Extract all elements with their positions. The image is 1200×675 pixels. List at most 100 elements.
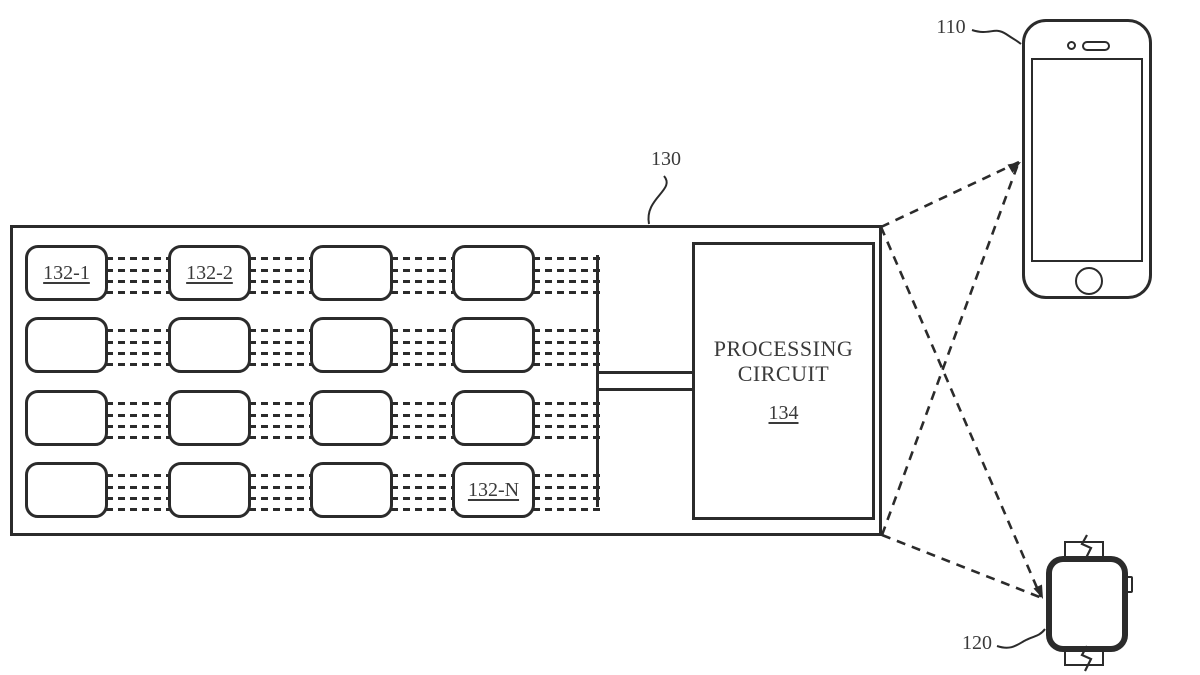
antenna-feed-line xyxy=(106,341,170,344)
phone-home-button-icon xyxy=(1075,267,1103,295)
antenna-feed-line xyxy=(249,352,312,355)
array-element-cell xyxy=(168,390,251,446)
antenna-feed-line xyxy=(106,363,170,366)
antenna-feed-line xyxy=(249,329,312,332)
processing-circuit-ref: 134 xyxy=(768,402,799,425)
array-element-cell xyxy=(310,462,393,518)
antenna-feed-line xyxy=(106,436,170,439)
antenna-feed-line xyxy=(249,508,312,511)
array-element-cell xyxy=(25,462,108,518)
array-element-cell: 132-2 xyxy=(168,245,251,301)
antenna-feed-line xyxy=(106,474,170,477)
cell-label: 132-1 xyxy=(43,261,90,284)
antenna-feed-line xyxy=(533,269,601,272)
antenna-feed-line xyxy=(249,414,312,417)
antenna-feed-line xyxy=(391,291,454,294)
antenna-feed-line xyxy=(533,291,601,294)
antenna-feed-line xyxy=(391,497,454,500)
array-element-cell: 132-1 xyxy=(25,245,108,301)
antenna-feed-line xyxy=(533,341,601,344)
antenna-feed-line xyxy=(391,363,454,366)
processing-circuit-box: PROCESSING CIRCUIT 134 xyxy=(692,242,875,520)
antenna-feed-line xyxy=(533,363,601,366)
antenna-feed-line xyxy=(533,414,601,417)
antenna-feed-line xyxy=(533,280,601,283)
array-element-cell xyxy=(25,390,108,446)
phone-camera-icon xyxy=(1067,41,1076,50)
antenna-feed-line xyxy=(391,414,454,417)
arrowhead-phone xyxy=(1007,162,1021,173)
antenna-feed-line xyxy=(533,329,601,332)
processing-circuit-title: PROCESSING CIRCUIT xyxy=(713,335,854,386)
array-element-cell xyxy=(168,462,251,518)
wireless-link-bottom-to-watch xyxy=(881,533,1043,600)
antenna-feed-line xyxy=(391,436,454,439)
smartwatch xyxy=(1046,556,1128,652)
leader-line-130 xyxy=(647,175,668,225)
antenna-feed-line xyxy=(533,352,601,355)
antenna-feed-line xyxy=(391,474,454,477)
antenna-feed-line xyxy=(391,280,454,283)
antenna-feed-line xyxy=(533,508,601,511)
antenna-feed-line xyxy=(249,341,312,344)
antenna-feed-line xyxy=(391,257,454,260)
antenna-feed-line xyxy=(106,280,170,283)
antenna-feed-line xyxy=(391,425,454,428)
antenna-feed-line xyxy=(106,414,170,417)
antenna-feed-line xyxy=(533,257,601,260)
antenna-feed-line xyxy=(249,436,312,439)
antenna-feed-line xyxy=(533,474,601,477)
label-130: 130 xyxy=(651,148,681,170)
antenna-feed-line xyxy=(249,497,312,500)
antenna-feed-line xyxy=(106,257,170,260)
antenna-feed-line xyxy=(391,402,454,405)
antenna-feed-line xyxy=(249,269,312,272)
feed-collector-line xyxy=(596,255,599,507)
antenna-feed-line xyxy=(533,486,601,489)
wireless-link-bottom-to-phone xyxy=(880,163,1020,536)
arrowhead-watch xyxy=(1033,584,1043,599)
cell-label: 132-N xyxy=(467,478,520,501)
antenna-feed-line xyxy=(533,425,601,428)
label-110: 110 xyxy=(936,16,966,38)
phone-speaker-icon xyxy=(1082,41,1110,51)
antenna-feed-line xyxy=(249,280,312,283)
antenna-feed-line xyxy=(533,497,601,500)
antenna-feed-line xyxy=(106,508,170,511)
leader-line-120 xyxy=(996,628,1046,649)
antenna-feed-line xyxy=(533,436,601,439)
array-element-cell xyxy=(310,245,393,301)
antenna-feed-line xyxy=(249,257,312,260)
antenna-feed-line xyxy=(106,486,170,489)
wireless-link-top-to-watch xyxy=(879,226,1043,598)
antenna-feed-line xyxy=(106,269,170,272)
antenna-feed-line xyxy=(249,474,312,477)
smartphone xyxy=(1022,19,1152,299)
antenna-feed-line xyxy=(249,402,312,405)
antenna-feed-line xyxy=(106,402,170,405)
array-element-cell xyxy=(310,317,393,373)
antenna-feed-line xyxy=(106,425,170,428)
array-element-cell xyxy=(452,317,535,373)
array-element-cell xyxy=(452,390,535,446)
array-element-cell xyxy=(310,390,393,446)
array-element-cell xyxy=(25,317,108,373)
antenna-feed-line xyxy=(533,402,601,405)
antenna-feed-line xyxy=(249,425,312,428)
wireless-link-top-to-phone xyxy=(880,160,1020,229)
array-element-cell xyxy=(168,317,251,373)
antenna-feed-line xyxy=(391,352,454,355)
cell-label: 132-2 xyxy=(186,261,233,284)
antenna-feed-line xyxy=(106,291,170,294)
antenna-feed-line xyxy=(106,352,170,355)
antenna-feed-line xyxy=(249,291,312,294)
array-element-cell: 132-N xyxy=(452,462,535,518)
antenna-feed-line xyxy=(106,497,170,500)
antenna-feed-line xyxy=(391,329,454,332)
label-120: 120 xyxy=(962,632,992,654)
leader-line-110 xyxy=(971,29,1022,45)
antenna-feed-line xyxy=(391,486,454,489)
antenna-feed-line xyxy=(249,486,312,489)
antenna-feed-line xyxy=(391,341,454,344)
